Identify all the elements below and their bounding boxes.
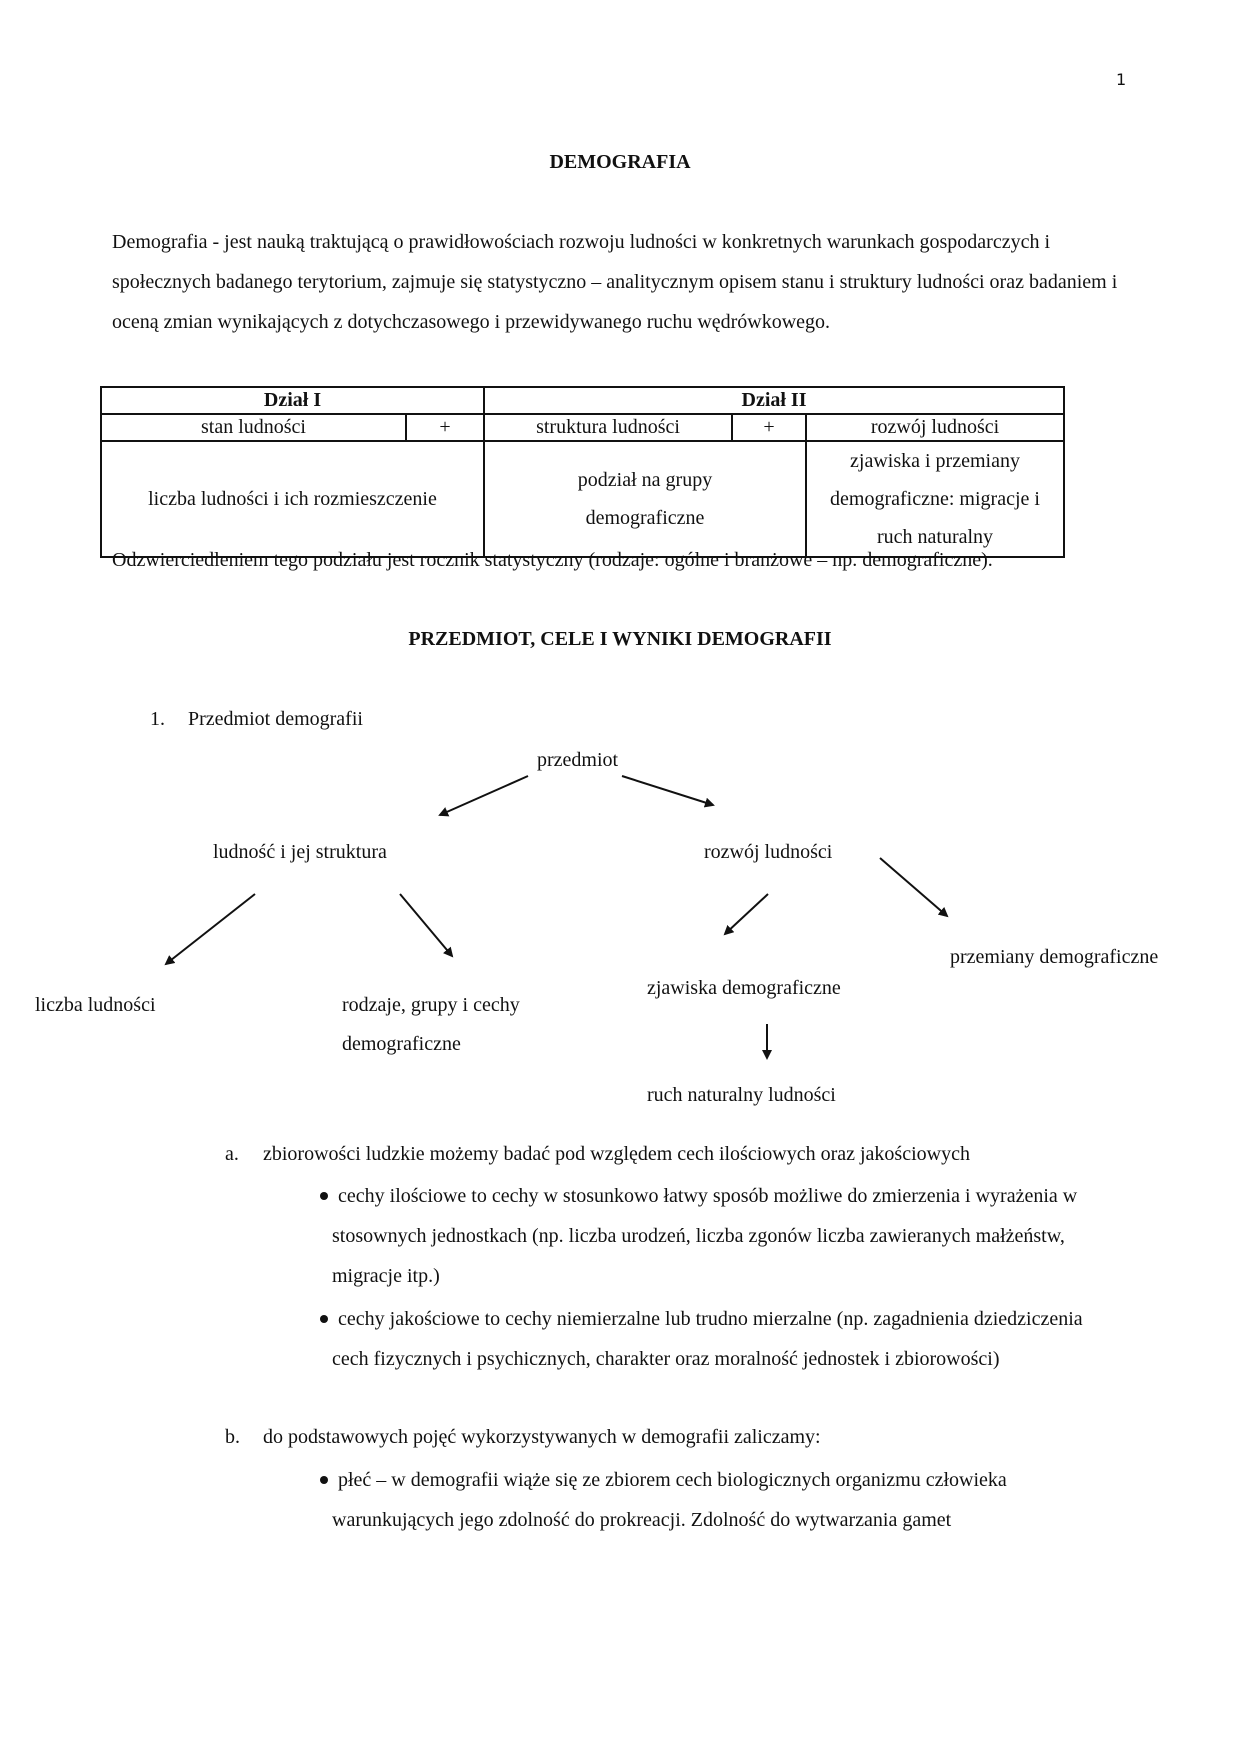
bullet-icon — [320, 1315, 328, 1323]
list-number-1: 1. — [150, 708, 165, 730]
arrow-root-to-right — [621, 775, 715, 808]
demography-divisions-table: Dział I Dział II stan ludności + struktu… — [100, 386, 1066, 558]
table-cell-stan: stan ludności — [100, 413, 407, 442]
table-cell-plus-1: + — [405, 413, 485, 442]
table-cell-plus-2: + — [731, 413, 807, 442]
diagram-node-przemiany: przemiany demograficzne — [950, 946, 1159, 968]
arrow-right-to-zjawiska — [723, 893, 769, 936]
table-cell-struktura: struktura ludności — [483, 413, 733, 442]
arrow-left-to-liczba — [164, 893, 256, 966]
bullet-item-plec: płeć – w demografii wiąże się ze zbiorem… — [332, 1469, 1007, 1531]
diagram-node-ruch: ruch naturalny ludności — [647, 1084, 836, 1106]
diagram-node-zjawiska: zjawiska demograficzne — [647, 977, 841, 999]
arrow-right-to-przemiany — [879, 857, 949, 918]
diagram-node-liczba: liczba ludności — [35, 994, 156, 1016]
diagram-root-node: przedmiot — [537, 749, 619, 771]
statistical-yearbook-note: Odzwierciedleniem tego podziału jest roc… — [112, 549, 993, 571]
table-cell-zjawiska: zjawiska i przemiany demograficzne: migr… — [804, 440, 1066, 558]
table-cell-liczba: liczba ludności i ich rozmieszczenie — [100, 440, 485, 558]
page-title: DEMOGRAFIA — [549, 151, 691, 173]
list-item-b: do podstawowych pojęć wykorzystywanych w… — [263, 1426, 821, 1448]
arrow-left-to-rodzaje — [399, 893, 454, 958]
diagram-node-rozwoj: rozwój ludności — [704, 841, 833, 863]
page-number: 1 — [1116, 70, 1127, 89]
list-item-heading: Przedmiot demografii — [188, 708, 363, 730]
list-item-a: zbiorowości ludzkie możemy badać pod wzg… — [263, 1143, 970, 1165]
bullet-icon — [320, 1192, 328, 1200]
diagram-node-rodzaje-line1: rodzaje, grupy i cechy — [342, 994, 520, 1016]
intro-paragraph: Demografia - jest nauką traktującą o pra… — [112, 231, 1118, 333]
list-marker-b: b. — [225, 1426, 240, 1448]
bullet-icon — [320, 1476, 328, 1484]
table-header-dzial-1: Dział I — [100, 386, 485, 415]
bullet-item-ilosciowe: cechy ilościowe to cechy w stosunkowo ła… — [332, 1185, 1078, 1287]
list-marker-a: a. — [225, 1143, 239, 1165]
arrow-root-to-left — [438, 775, 529, 817]
table-header-dzial-2: Dział II — [482, 386, 1066, 415]
table-cell-podzial: podział na grupy demograficzne — [483, 440, 807, 558]
section-title: PRZEDMIOT, CELE I WYNIKI DEMOGRAFII — [408, 628, 832, 650]
diagram-node-rodzaje-line2: demograficzne — [342, 1033, 461, 1055]
table-cell-rozwoj: rozwój ludności — [804, 413, 1066, 442]
diagram-node-ludnosc: ludność i jej struktura — [213, 841, 387, 863]
bullet-item-jakosciowe: cechy jakościowe to cechy niemierzalne l… — [332, 1308, 1083, 1370]
